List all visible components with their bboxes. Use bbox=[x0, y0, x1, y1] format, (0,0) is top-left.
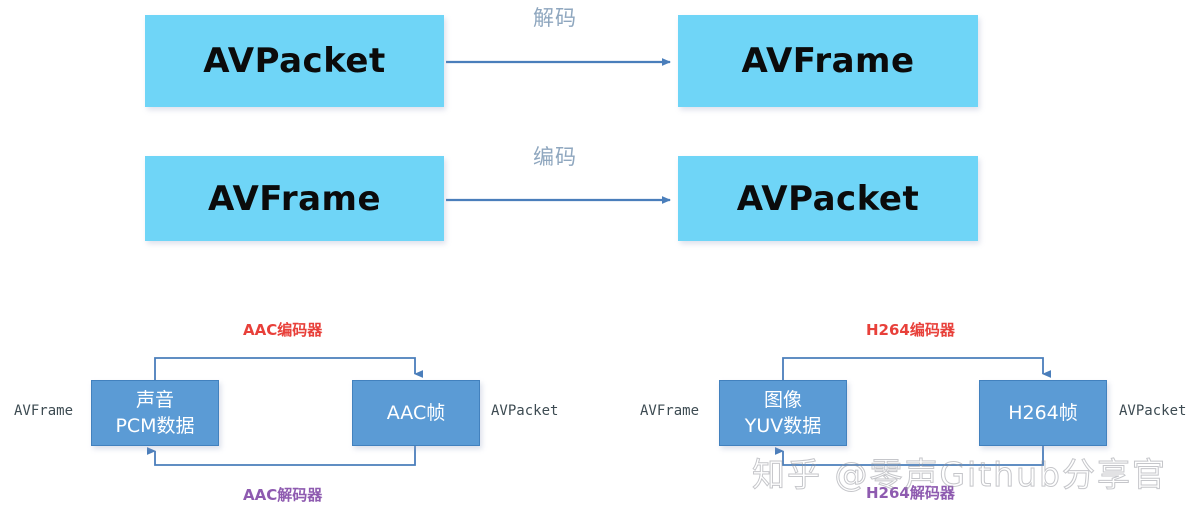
side-label-h264-right: AVPacket bbox=[1119, 403, 1187, 419]
arrow-h264-encoder bbox=[782, 357, 1051, 381]
box-label: AVPacket bbox=[736, 178, 920, 219]
box-line-2: YUV数据 bbox=[744, 415, 822, 437]
box-avframe-source: AVFrame bbox=[145, 156, 444, 241]
label-h264-decoder: H264解码器 bbox=[866, 484, 955, 502]
box-line-2: PCM数据 bbox=[115, 415, 195, 437]
box-line-1: 声音 bbox=[135, 389, 174, 411]
arrow-aac-decoder bbox=[147, 446, 416, 466]
box-audio-pcm: 声音 PCM数据 bbox=[91, 380, 219, 446]
box-avpacket-target: AVPacket bbox=[678, 156, 978, 241]
box-label: AVFrame bbox=[207, 178, 382, 219]
label-aac-decoder: AAC解码器 bbox=[243, 486, 323, 504]
box-line-1: H264帧 bbox=[1008, 402, 1078, 424]
box-h264-frame: H264帧 bbox=[979, 380, 1107, 446]
box-label: AVPacket bbox=[203, 41, 386, 81]
box-avpacket-source: AVPacket bbox=[145, 15, 444, 107]
flow-label-encode: 编码 bbox=[533, 145, 577, 169]
arrow-aac-encoder bbox=[154, 357, 423, 381]
box-aac-frame: AAC帧 bbox=[352, 380, 480, 446]
box-line-1: AAC帧 bbox=[386, 402, 446, 424]
side-label-aac-right: AVPacket bbox=[491, 403, 559, 419]
box-line-1: 图像 bbox=[763, 389, 802, 411]
flow-label-decode: 解码 bbox=[533, 6, 577, 30]
box-avframe-target: AVFrame bbox=[678, 15, 978, 107]
label-aac-encoder: AAC编码器 bbox=[243, 321, 323, 339]
arrow-h264-decoder bbox=[775, 446, 1044, 466]
label-h264-encoder: H264编码器 bbox=[866, 321, 955, 339]
side-label-aac-left: AVFrame bbox=[14, 403, 74, 419]
box-video-yuv: 图像 YUV数据 bbox=[719, 380, 847, 446]
side-label-h264-left: AVFrame bbox=[640, 403, 700, 419]
box-label: AVFrame bbox=[741, 41, 915, 81]
